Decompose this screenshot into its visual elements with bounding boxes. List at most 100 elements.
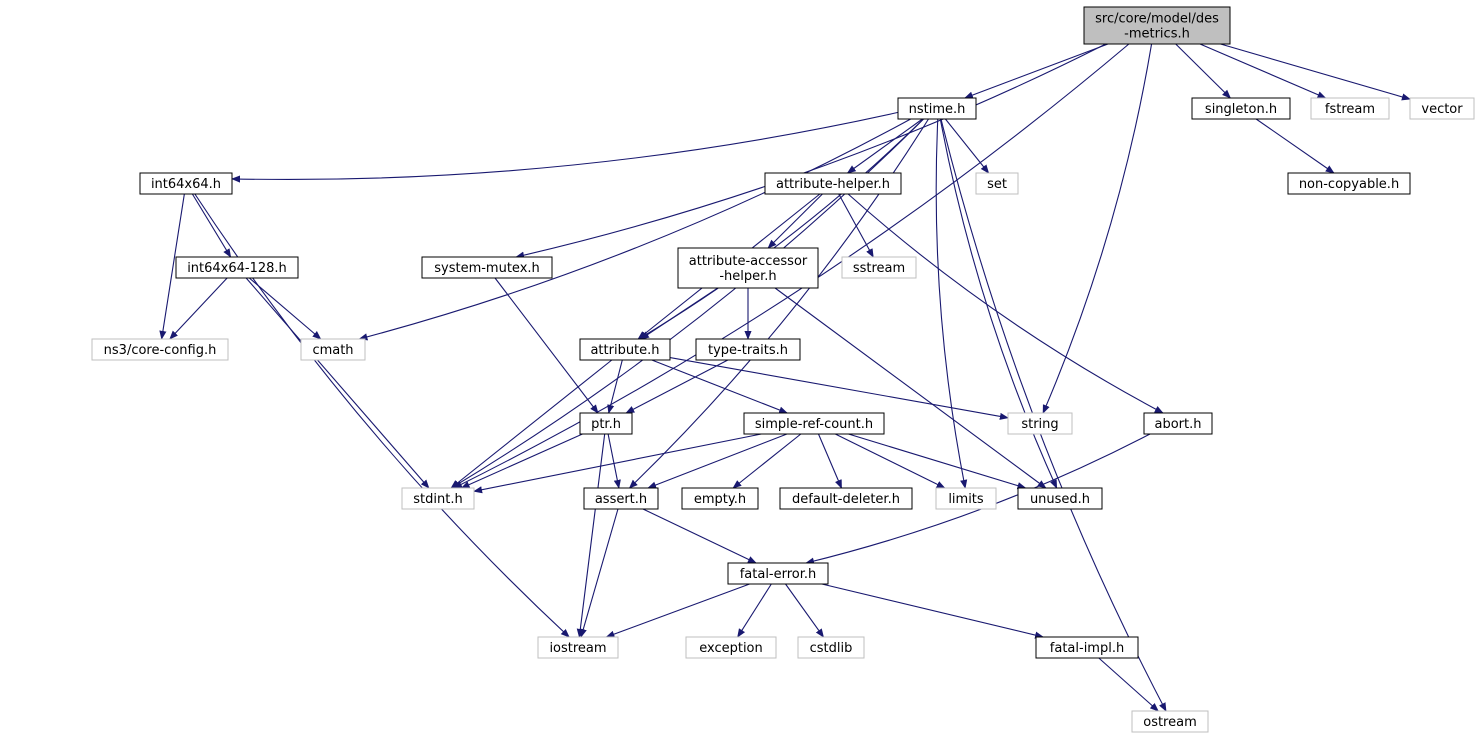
node-simplerefcount[interactable]: simple-ref-count.h	[743, 412, 885, 435]
edge-attribute-to-ptr	[607, 359, 623, 414]
edge-nstime-to-set	[944, 118, 990, 174]
node-assert[interactable]: assert.h	[583, 487, 659, 510]
node-int64x64[interactable]: int64x64.h	[139, 172, 233, 195]
edge-system_mutex-to-ptr	[494, 277, 599, 414]
node-label: ptr.h	[591, 417, 621, 432]
node-box	[935, 487, 997, 510]
node-attribute_helper[interactable]: attribute-helper.h	[764, 172, 902, 195]
node-box	[695, 338, 801, 361]
edge-attribute_accessor-to-unused	[774, 287, 1047, 489]
node-label: singleton.h	[1205, 102, 1277, 117]
node-box	[1035, 636, 1139, 659]
edge-attribute_helper-to-sstream	[838, 193, 874, 258]
node-empty[interactable]: empty.h	[681, 487, 759, 510]
node-box	[743, 412, 885, 435]
node-label: exception	[699, 641, 763, 656]
edge-attribute-to-stdint	[450, 359, 613, 489]
edge-int64x64-to-int64x64_128	[191, 193, 232, 258]
node-nstime[interactable]: nstime.h	[897, 97, 977, 120]
node-fatalerror[interactable]: fatal-error.h	[727, 562, 829, 585]
node-box	[579, 338, 671, 361]
edge-nstime-to-int64x64	[231, 111, 899, 183]
node-label: default-deleter.h	[792, 492, 900, 507]
node-label: cstdlib	[810, 641, 853, 656]
edge-layer	[159, 43, 1411, 712]
node-label: attribute.h	[590, 343, 659, 358]
node-box	[583, 487, 659, 510]
node-int64x64_128[interactable]: int64x64-128.h	[175, 256, 299, 279]
node-unused[interactable]: unused.h	[1017, 487, 1103, 510]
node-singleton[interactable]: singleton.h	[1191, 97, 1291, 120]
edge-ptr-to-iostream	[576, 433, 606, 638]
node-box	[1083, 6, 1231, 45]
node-box	[1017, 487, 1103, 510]
node-root[interactable]: src/core/model/des-metrics.h	[1083, 6, 1231, 45]
edge-attribute_helper-to-attribute_accessor	[767, 193, 823, 249]
node-label: type-traits.h	[708, 343, 788, 358]
node-label: int64x64-128.h	[187, 261, 287, 276]
node-label: abort.h	[1155, 417, 1202, 432]
node-box	[1310, 97, 1390, 120]
node-label: -metrics.h	[1124, 27, 1190, 42]
edge-simplerefcount-to-empty	[732, 433, 802, 489]
node-box	[727, 562, 829, 585]
node-box	[300, 338, 366, 361]
edge-attribute_helper-to-abort	[847, 193, 1164, 414]
edge-root-to-singleton	[1175, 43, 1232, 99]
node-attribute[interactable]: attribute.h	[579, 338, 671, 361]
node-label: set	[987, 177, 1007, 192]
node-box	[685, 636, 777, 659]
node-typetraits[interactable]: type-traits.h	[695, 338, 801, 361]
edge-simplerefcount-to-defaultdeleter	[817, 433, 843, 489]
node-abort[interactable]: abort.h	[1143, 412, 1213, 435]
edge-simplerefcount-to-limits	[835, 433, 946, 489]
node-string: string	[1007, 412, 1073, 435]
node-defaultdeleter[interactable]: default-deleter.h	[779, 487, 913, 510]
node-box	[681, 487, 759, 510]
edge-root-to-nstime	[963, 43, 1109, 99]
node-label: -helper.h	[719, 269, 776, 284]
node-layer: src/core/model/des-metrics.h nstime.h sing…	[91, 6, 1475, 733]
node-attribute_accessor[interactable]: attribute-accessor-helper.h	[677, 247, 819, 289]
node-box	[401, 487, 475, 510]
edge-fatalerror-to-iostream	[605, 583, 750, 638]
edge-simplerefcount-to-stdint	[473, 433, 762, 494]
edge-root-to-fstream	[1199, 43, 1327, 99]
node-label: attribute-helper.h	[776, 177, 890, 192]
node-box	[1287, 172, 1411, 195]
node-exception: exception	[685, 636, 777, 659]
node-label: unused.h	[1030, 492, 1090, 507]
node-label: fatal-error.h	[740, 567, 817, 582]
edge-ptr-to-assert	[607, 433, 621, 489]
node-label: vector	[1421, 102, 1463, 117]
node-box	[1191, 97, 1291, 120]
node-box	[537, 636, 619, 659]
node-label: empty.h	[694, 492, 746, 507]
node-label: sstream	[853, 261, 905, 276]
node-ptr[interactable]: ptr.h	[579, 412, 633, 435]
node-box	[764, 172, 902, 195]
edge-nstime-to-limits	[935, 118, 968, 489]
edge-attribute-to-string	[669, 356, 1009, 420]
node-box	[421, 256, 553, 279]
node-label: attribute-accessor	[689, 254, 808, 269]
node-cstdlib: cstdlib	[797, 636, 865, 659]
node-label: ostream	[1143, 715, 1197, 730]
node-box	[1007, 412, 1073, 435]
node-noncopyable[interactable]: non-copyable.h	[1287, 172, 1411, 195]
node-fstream: fstream	[1310, 97, 1390, 120]
node-system_mutex[interactable]: system-mutex.h	[421, 256, 553, 279]
edge-nstime-to-unused	[939, 118, 1058, 489]
edge-int64x64_128-to-stdint	[245, 277, 430, 489]
edge-simplerefcount-to-assert	[647, 433, 788, 489]
node-vector: vector	[1409, 97, 1475, 120]
edge-int64x64-to-coreconfig	[159, 193, 185, 340]
node-fatalimpl[interactable]: fatal-impl.h	[1035, 636, 1139, 659]
node-box	[579, 412, 633, 435]
edge-fatalerror-to-fatalimpl	[821, 583, 1045, 639]
node-iostream: iostream	[537, 636, 619, 659]
edge-simplerefcount-to-unused	[848, 433, 1027, 490]
node-set: set	[975, 172, 1019, 195]
node-label: ns3/core-config.h	[104, 343, 217, 358]
